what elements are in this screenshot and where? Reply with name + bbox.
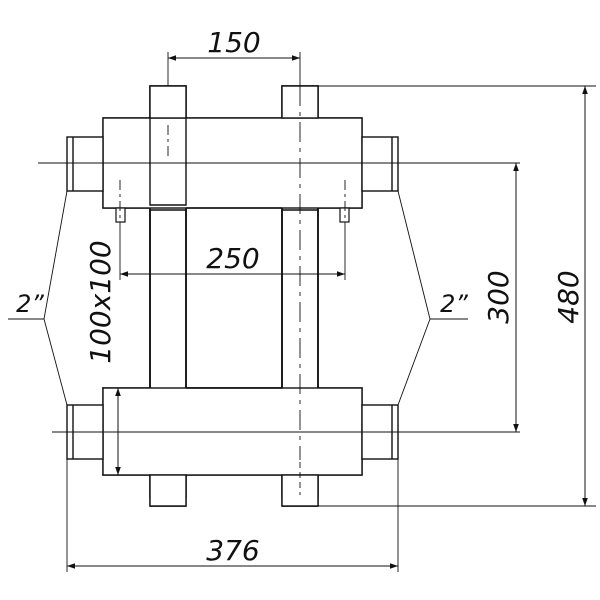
top-chamber [102,85,363,209]
dim-480: 480 [552,270,585,323]
dim-250: 250 [206,242,259,275]
bottom-chamber [102,387,363,507]
thread-label-left: 2” [16,290,44,318]
dim-300: 300 [482,270,515,323]
dimension-lines [67,55,588,569]
bracket-studs [115,207,350,223]
dim-100x100: 100x100 [84,240,117,363]
center-channel [149,207,319,389]
extension-lines [66,52,596,572]
dim-376: 376 [206,534,259,567]
dim-150: 150 [207,26,260,59]
thread-label-right: 2” [440,290,468,318]
leader-lines [8,190,468,406]
